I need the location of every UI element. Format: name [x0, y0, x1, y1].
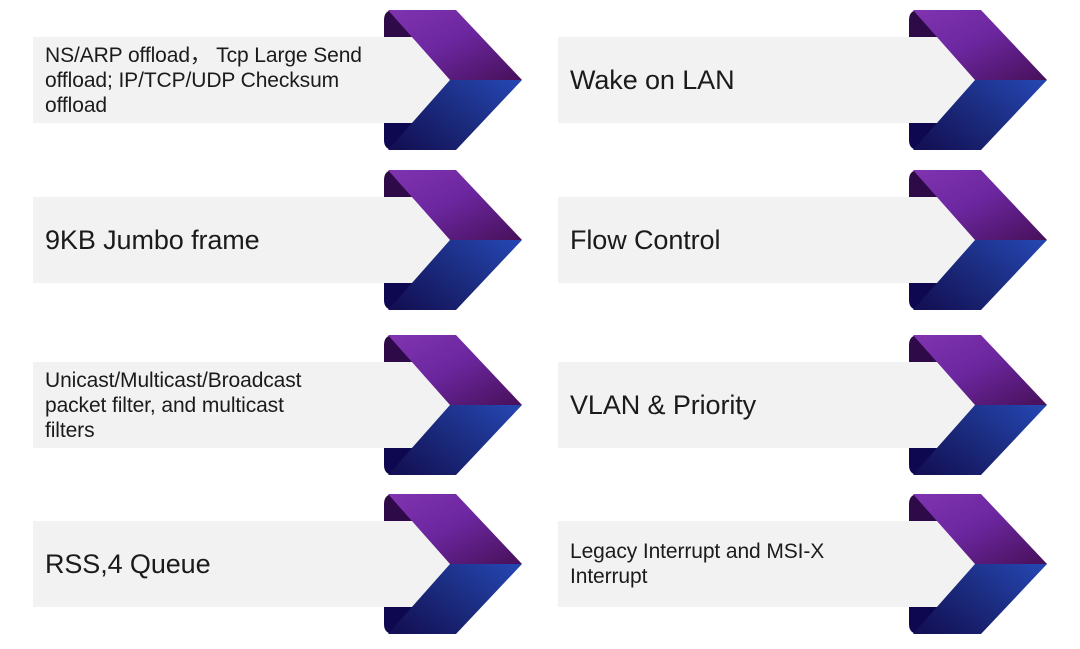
feature-item: RSS,4 Queue [33, 494, 523, 634]
feature-label-bar: Legacy Interrupt and MSI-X Interrupt [558, 521, 975, 607]
feature-label: Wake on LAN [570, 64, 735, 95]
chevron-ribbon-arrow-icon [384, 335, 522, 475]
feature-item: Wake on LAN [558, 10, 1048, 150]
feature-label: VLAN & Priority [570, 389, 757, 420]
feature-label: 9KB Jumbo frame [45, 224, 260, 255]
feature-item: 9KB Jumbo frame [33, 170, 523, 310]
chevron-ribbon-arrow-icon [384, 10, 522, 150]
feature-item: Unicast/Multicast/Broadcast packet filte… [33, 335, 523, 475]
chevron-ribbon-arrow-icon [909, 170, 1047, 310]
feature-label-bar: Flow Control [558, 197, 975, 283]
feature-label: Unicast/Multicast/Broadcast packet filte… [45, 368, 302, 442]
feature-label-bar: VLAN & Priority [558, 362, 975, 448]
feature-label-bar: 9KB Jumbo frame [33, 197, 450, 283]
feature-label-bar: RSS,4 Queue [33, 521, 450, 607]
feature-label-bar: NS/ARP offload， Tcp Large Send offload; … [33, 37, 450, 123]
feature-label: RSS,4 Queue [45, 548, 211, 579]
feature-item: NS/ARP offload， Tcp Large Send offload; … [33, 10, 523, 150]
feature-item: Flow Control [558, 170, 1048, 310]
feature-label-bar: Unicast/Multicast/Broadcast packet filte… [33, 362, 450, 448]
chevron-ribbon-arrow-icon [384, 494, 522, 634]
feature-item: VLAN & Priority [558, 335, 1048, 475]
chevron-ribbon-arrow-icon [909, 10, 1047, 150]
feature-label: NS/ARP offload， Tcp Large Send offload; … [45, 43, 362, 117]
feature-label: Legacy Interrupt and MSI-X Interrupt [570, 540, 825, 588]
feature-item: Legacy Interrupt and MSI-X Interrupt [558, 494, 1048, 634]
chevron-ribbon-arrow-icon [384, 170, 522, 310]
chevron-ribbon-arrow-icon [909, 335, 1047, 475]
feature-label-bar: Wake on LAN [558, 37, 975, 123]
chevron-ribbon-arrow-icon [909, 494, 1047, 634]
feature-label: Flow Control [570, 224, 721, 255]
